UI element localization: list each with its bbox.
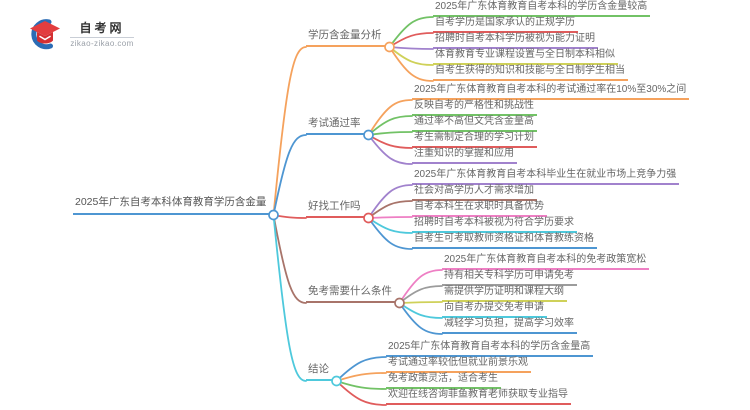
connector-line	[335, 380, 387, 406]
leaf-node[interactable]: 招聘时自考本科被视为符合学历要求	[412, 216, 577, 233]
collapse-toggle[interactable]	[394, 297, 405, 309]
leaf-node[interactable]: 2025年广东体育教育自考本科的免考政策宽松	[442, 253, 650, 270]
connector-line	[398, 269, 443, 304]
logo-domain: zikao-zikao.com	[70, 39, 134, 49]
leaf-node[interactable]: 通过率不高但文凭含金量高	[412, 115, 537, 132]
connector-line	[388, 46, 434, 50]
leaf-node[interactable]: 体育教育专业课程设置与全日制本科相似	[433, 48, 618, 65]
leaf-node[interactable]: 欢迎在线咨询菲鱼教育老师获取专业指导	[386, 388, 571, 405]
leaf-node[interactable]: 持有相关专科学历可申请免考	[442, 269, 577, 286]
graduation-cap-icon	[30, 19, 60, 50]
connector-line	[272, 214, 307, 304]
leaf-node[interactable]: 社会对高学历人才需求增加	[412, 184, 537, 201]
branch-label-exemption[interactable]: 免考需要什么条件	[306, 285, 395, 303]
leaf-node[interactable]: 自考生获得的知识和技能与全日制学生相当	[433, 64, 628, 81]
collapse-toggle[interactable]	[268, 209, 279, 221]
connector-line	[272, 214, 307, 382]
leaf-node[interactable]: 需提供学历证明和课程大纲	[442, 285, 567, 302]
connector-line	[388, 46, 434, 82]
logo-divider	[70, 37, 134, 39]
collapse-toggle[interactable]	[331, 375, 342, 387]
connector-line	[367, 115, 413, 136]
connector-line	[272, 134, 307, 216]
collapse-toggle[interactable]	[384, 41, 395, 53]
site-logo: 自考网 zikao-zikao.com	[26, 18, 134, 51]
logo-title: 自考网	[79, 20, 125, 35]
connector-line	[398, 302, 443, 335]
connector-line	[335, 356, 387, 382]
connector-line	[367, 131, 413, 136]
connector-line	[367, 184, 413, 219]
leaf-node[interactable]: 考生需制定合理的学习计划	[412, 131, 537, 148]
connector-line	[388, 16, 434, 48]
leaf-node[interactable]: 自考本科生在求职时具备优势	[412, 200, 547, 217]
connector-line	[367, 99, 413, 136]
connector-line	[398, 301, 443, 304]
leaf-node[interactable]: 招聘时自考本科学历被视为能力证明	[433, 32, 598, 49]
branch-label-pass-rate[interactable]: 考试通过率	[306, 117, 364, 135]
connector-line	[367, 134, 413, 149]
root-node[interactable]: 2025年广东自考本科体育教育学历含金量	[73, 196, 270, 215]
branch-label-conclusion[interactable]: 结论	[306, 363, 332, 381]
leaf-node[interactable]: 注重知识的掌握和应用	[412, 147, 517, 164]
leaf-node[interactable]: 2025年广东体育教育自考本科的学历含金量较高	[433, 0, 651, 17]
leaf-node[interactable]: 自考生可考取教师资格证和体育教练资格	[412, 232, 597, 249]
collapse-toggle[interactable]	[363, 129, 374, 141]
leaf-node[interactable]: 免考政策灵活，适合考生	[386, 372, 501, 389]
leaf-node[interactable]: 2025年广东体育教育自考本科的学历含金量高	[386, 340, 594, 357]
leaf-node[interactable]: 反映自考的严格性和挑战性	[412, 99, 537, 116]
leaf-node[interactable]: 减轻学习负担，提高学习效率	[442, 317, 577, 334]
connector-line	[367, 216, 413, 219]
leaf-node[interactable]: 2025年广东体育教育自考本科毕业生在就业市场上竞争力强	[412, 168, 680, 185]
connector-line	[367, 134, 413, 165]
branch-label-employment[interactable]: 好找工作吗	[306, 200, 364, 218]
connector-line	[272, 46, 307, 216]
connector-line	[367, 217, 413, 250]
collapse-toggle[interactable]	[363, 212, 374, 224]
leaf-node[interactable]: 向自考办提交免考申请	[442, 301, 547, 318]
leaf-node[interactable]: 考试通过率较低但就业前景乐观	[386, 356, 531, 373]
branch-label-value-analysis[interactable]: 学历含金量分析	[306, 29, 385, 47]
leaf-node[interactable]: 自考学历是国家承认的正规学历	[433, 16, 578, 33]
leaf-node[interactable]: 2025年广东体育教育自考本科的考试通过率在10%至30%之间	[412, 83, 690, 100]
connector-line	[388, 32, 434, 48]
